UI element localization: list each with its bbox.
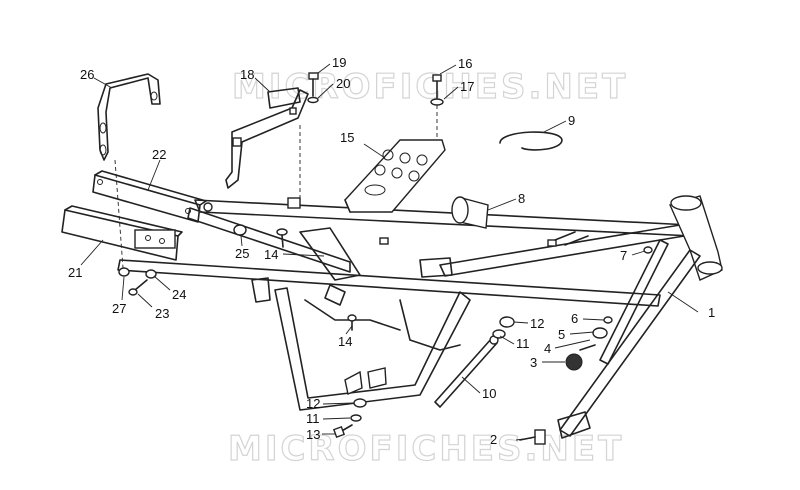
callout-11-lower: 11	[306, 411, 320, 426]
rubber-block	[451, 196, 489, 229]
callout-13: 13	[306, 427, 320, 442]
watermark-top: MICROFICHES.NET	[232, 67, 628, 107]
callout-19: 19	[332, 55, 346, 70]
callout-22: 22	[152, 147, 166, 162]
battery-tray	[344, 139, 446, 213]
rear-bracket	[97, 73, 161, 161]
callout-16: 16	[458, 56, 472, 71]
callout-14-lower: 14	[338, 334, 352, 349]
side-rail	[92, 170, 207, 223]
nut-upper	[492, 316, 515, 339]
callout-25: 25	[235, 246, 249, 261]
callout-17: 17	[460, 79, 474, 94]
callout-26: 26	[80, 67, 94, 82]
callout-4: 4	[544, 341, 551, 356]
callout-1: 1	[708, 305, 715, 320]
callout-21: 21	[68, 265, 82, 280]
rear-subframe	[61, 205, 183, 261]
leader-lines	[80, 63, 699, 441]
screw-7	[643, 246, 653, 254]
callout-14-upper: 14	[264, 247, 278, 262]
lower-fasteners	[332, 398, 367, 439]
callout-8: 8	[518, 191, 525, 206]
battery-bracket	[225, 87, 309, 189]
callout-7: 7	[620, 248, 627, 263]
callout-9: 9	[568, 113, 575, 128]
watermark-bottom: MICROFICHES.NET	[228, 429, 624, 469]
nut-25	[233, 224, 247, 236]
screw-16	[430, 74, 444, 140]
main-frame	[117, 195, 723, 439]
callout-12-lower: 12	[306, 396, 320, 411]
callout-12-upper: 12	[530, 316, 544, 331]
screw-14-lower	[347, 314, 357, 331]
callout-10: 10	[482, 386, 496, 401]
callout-18: 18	[240, 67, 254, 82]
callout-20: 20	[336, 76, 350, 91]
callout-23: 23	[155, 306, 169, 321]
callout-15: 15	[340, 130, 354, 145]
callout-labels: 1 2 3 4 5 6 7 8 9 10 11 11 12 12 13 14 1…	[68, 55, 715, 447]
callout-11-upper: 11	[516, 336, 530, 351]
callout-5: 5	[558, 327, 565, 342]
front-fasteners	[565, 316, 613, 371]
callout-2: 2	[490, 432, 497, 447]
screw-14-upper	[276, 228, 288, 248]
callout-3: 3	[530, 355, 537, 370]
callout-24: 24	[172, 287, 186, 302]
rear-fasteners	[114, 159, 157, 296]
screw-19	[299, 72, 319, 200]
callout-6: 6	[571, 311, 578, 326]
callout-27: 27	[112, 301, 126, 316]
clip-ring	[499, 131, 563, 151]
